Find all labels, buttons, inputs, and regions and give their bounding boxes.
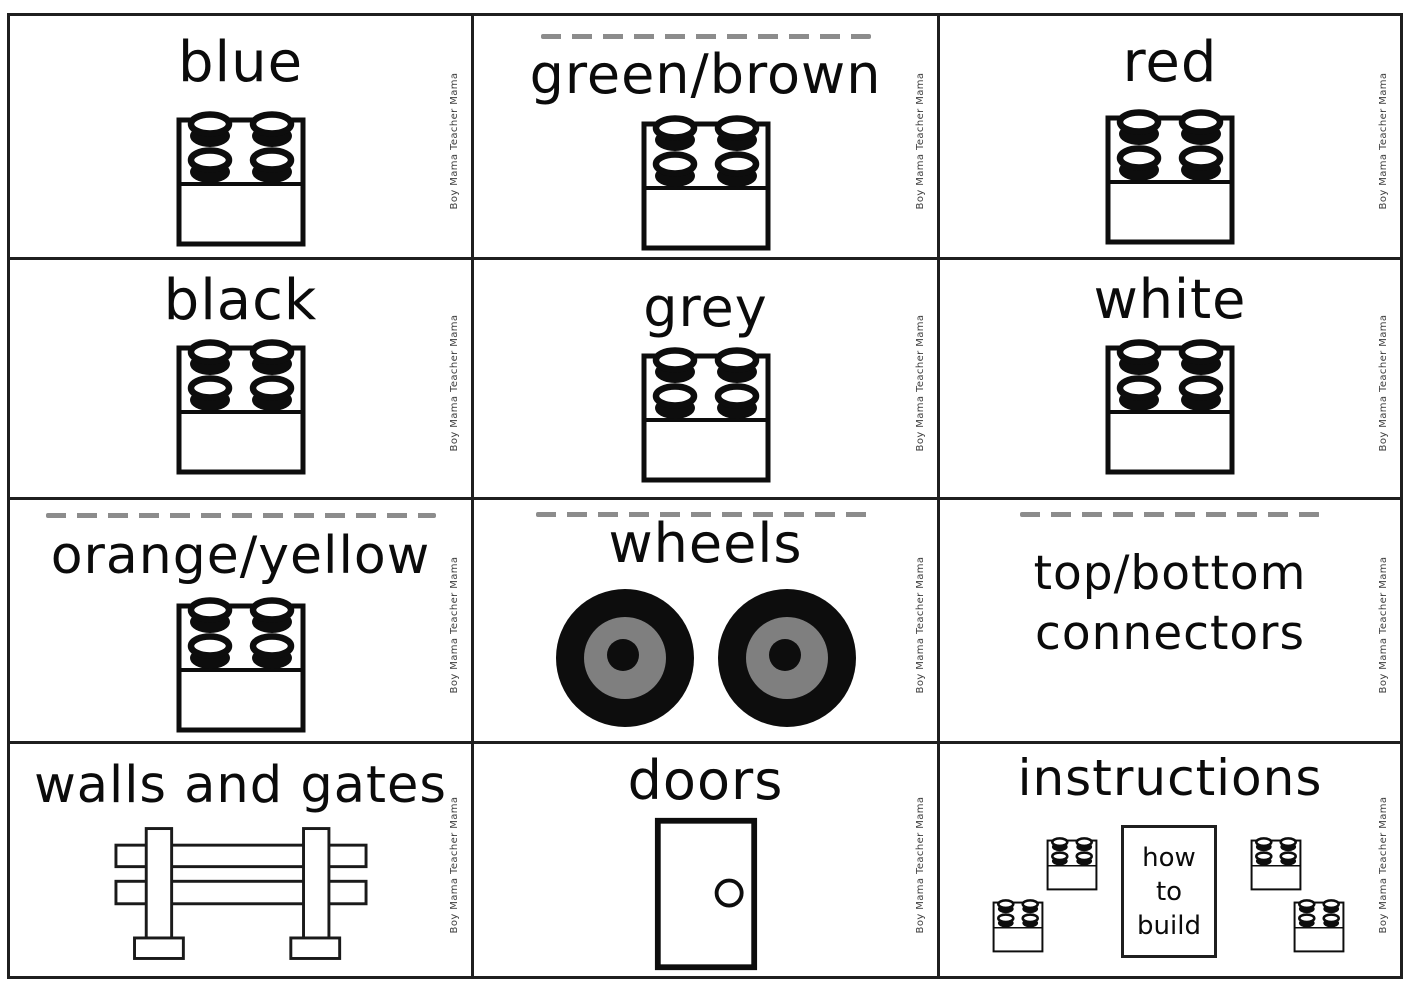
card-label: top/bottom connectors	[1033, 546, 1307, 661]
card-label: blue	[177, 30, 304, 95]
card-label: instructions	[1017, 749, 1323, 807]
card-label: doors	[627, 749, 784, 812]
attribution-text: Boy Mama Teacher Mama	[449, 556, 460, 694]
scan-artifact	[540, 34, 871, 39]
attribution-text: Boy Mama Teacher Mama	[1378, 556, 1389, 694]
attribution-text: Boy Mama Teacher Mama	[915, 796, 926, 934]
card-grey: grey Boy Mama Teacher Mama	[474, 260, 940, 500]
fence-icon	[114, 824, 368, 964]
card-label: green/brown	[529, 43, 882, 106]
card-label: orange/yellow	[50, 526, 431, 586]
card-label: black	[163, 268, 318, 333]
lego-brick-icon	[1293, 897, 1345, 953]
door-icon	[653, 814, 759, 974]
card-top-bottom-connectors: top/bottom connectors Boy Mama Teacher M…	[940, 500, 1400, 744]
lego-brick-icon	[175, 334, 307, 476]
attribution-text: Boy Mama Teacher Mama	[449, 796, 460, 934]
card-white: white Boy Mama Teacher Mama	[940, 260, 1400, 500]
wheel-icon	[555, 588, 695, 728]
card-label: grey	[643, 276, 768, 339]
card-label: wheels	[608, 512, 803, 575]
label-sheet: blue Boy Mama Teacher Mama green/brown B…	[7, 13, 1403, 979]
lego-brick-icon	[1104, 104, 1236, 246]
attribution-text: Boy Mama Teacher Mama	[449, 72, 460, 210]
scan-artifact	[1020, 512, 1320, 517]
attribution-text: Boy Mama Teacher Mama	[1378, 796, 1389, 934]
lego-brick-icon	[1104, 334, 1236, 476]
lego-brick-icon	[175, 592, 307, 734]
card-black: black Boy Mama Teacher Mama	[10, 260, 474, 500]
attribution-text: Boy Mama Teacher Mama	[1378, 314, 1389, 452]
lego-brick-icon	[175, 106, 307, 248]
lego-brick-icon	[1046, 835, 1098, 891]
attribution-text: Boy Mama Teacher Mama	[915, 556, 926, 694]
instruction-paper: how to build	[1121, 825, 1217, 958]
card-walls-and-gates: walls and gates Boy Mama Teacher Mama	[10, 744, 474, 976]
attribution-text: Boy Mama Teacher Mama	[1378, 72, 1389, 210]
paper-text: how to build	[1137, 842, 1201, 941]
lego-brick-icon	[1250, 835, 1302, 891]
lego-brick-icon	[992, 897, 1044, 953]
lego-brick-icon	[640, 110, 772, 252]
card-label: red	[1122, 30, 1218, 95]
card-green-brown: green/brown Boy Mama Teacher Mama	[474, 16, 940, 260]
card-doors: doors Boy Mama Teacher Mama	[474, 744, 940, 976]
card-label: walls and gates	[34, 756, 447, 815]
attribution-text: Boy Mama Teacher Mama	[915, 72, 926, 210]
card-orange-yellow: orange/yellow Boy Mama Teacher Mama	[10, 500, 474, 744]
scan-artifact	[45, 513, 436, 518]
card-instructions: instructions how to build Boy Mama Teach…	[940, 744, 1400, 976]
card-wheels: wheels Boy Mama Teacher Mama	[474, 500, 940, 744]
attribution-text: Boy Mama Teacher Mama	[915, 314, 926, 452]
card-label: white	[1093, 268, 1247, 331]
lego-brick-icon	[640, 342, 772, 484]
card-red: red Boy Mama Teacher Mama	[940, 16, 1400, 260]
wheels-icon	[555, 588, 857, 728]
card-blue: blue Boy Mama Teacher Mama	[10, 16, 474, 260]
scan-artifact	[535, 512, 876, 517]
attribution-text: Boy Mama Teacher Mama	[449, 314, 460, 452]
wheel-icon	[717, 588, 857, 728]
